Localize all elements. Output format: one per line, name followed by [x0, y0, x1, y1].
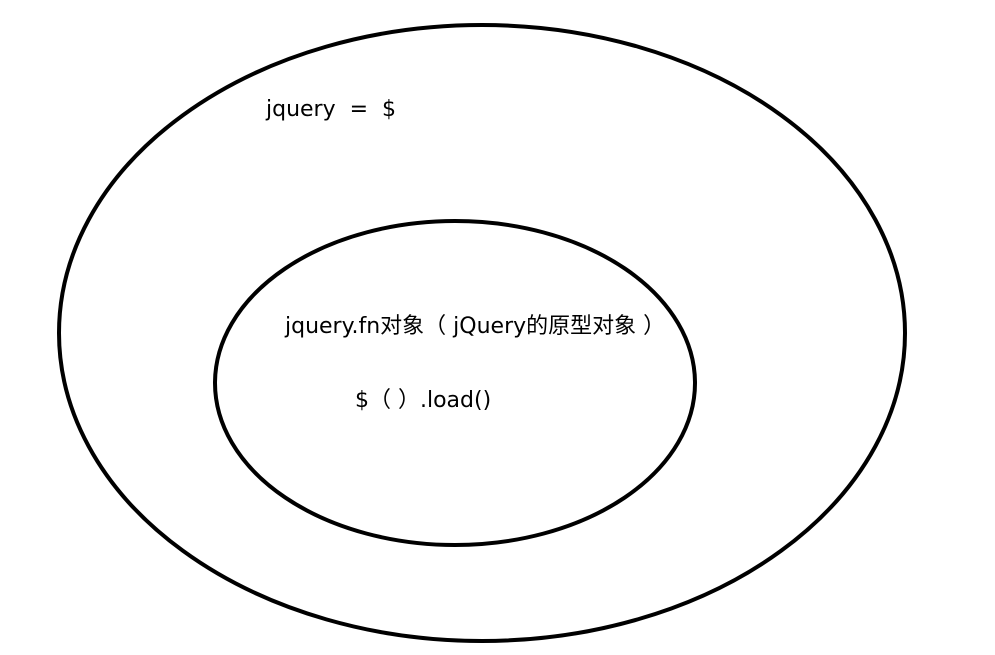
inner-set-sublabel: $（ ）.load() — [355, 388, 492, 413]
outer-ellipse — [57, 23, 907, 643]
inner-ellipse — [213, 219, 697, 547]
outer-set-label: jquery = $ — [266, 97, 397, 122]
inner-set-label: jquery.fn对象（ jQuery的原型对象 ） — [285, 314, 666, 339]
